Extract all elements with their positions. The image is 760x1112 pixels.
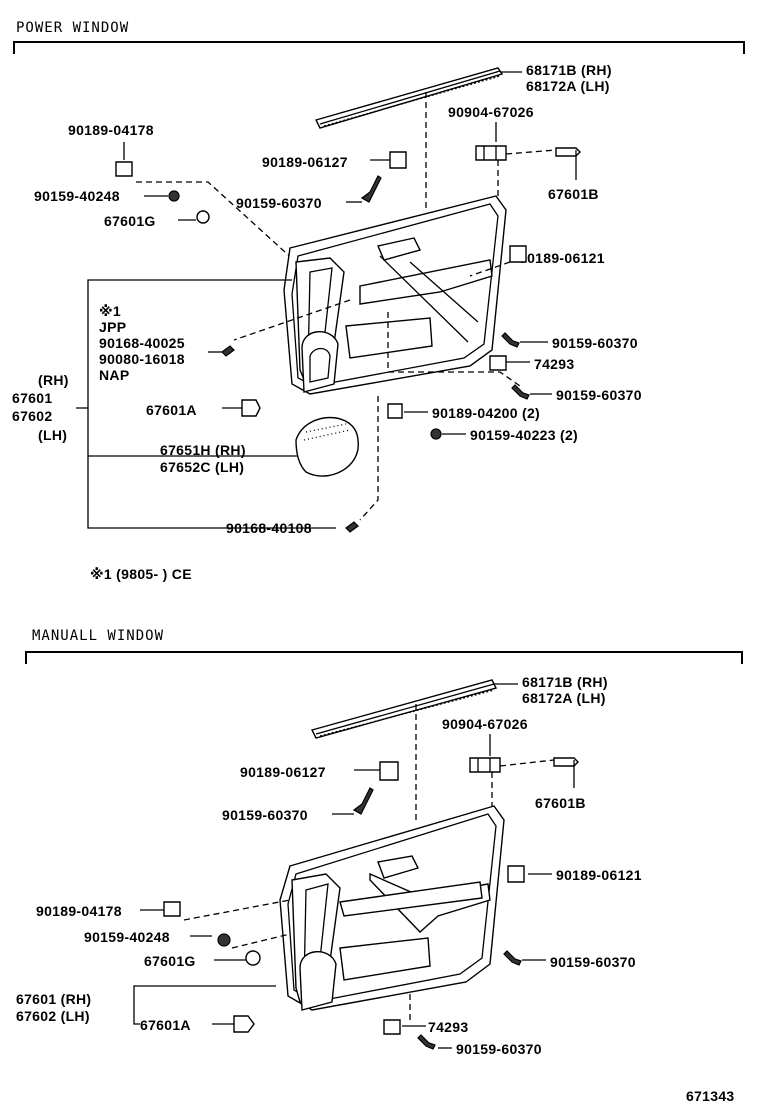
clip-90189-06121-manual: [507, 865, 525, 883]
screw-90159-40248: [168, 190, 180, 202]
label-90189-06121: 90189-06121: [519, 250, 605, 266]
label-rh: (RH): [38, 372, 69, 388]
label-67601g: 67601G: [104, 213, 156, 229]
dash-screw-to-panel-manual: [231, 933, 291, 949]
clip-90189-06127-manual: [379, 761, 399, 781]
label-90168-40025: 90168-40025: [99, 335, 185, 351]
screw-90159-60370-a: [360, 175, 382, 203]
label-90159-40223: 90159-40223 (2): [470, 427, 578, 443]
bracket-67601-67602: [87, 279, 336, 529]
screw-90159-60370-c: [511, 384, 530, 400]
screw-90159-40223: [430, 428, 442, 440]
clip-90189-04200: [387, 403, 403, 419]
pin-67601b: [555, 147, 581, 180]
screw-90159-60370-c-manual: [417, 1034, 436, 1050]
label-67651h: 67651H (RH): [160, 442, 246, 458]
label-67652c: 67652C (LH): [160, 459, 244, 475]
label-67602: 67602: [12, 408, 52, 424]
power-section-bracket: [13, 41, 745, 54]
label-90159-40248: 90159-40248: [34, 188, 120, 204]
label-90159-60370-c: 90159-60370: [556, 387, 642, 403]
label-67601-rh-manual: 67601 (RH): [16, 991, 91, 1007]
label-90168-40108: 90168-40108: [226, 520, 312, 536]
pin-67601b-manual: [553, 757, 579, 788]
label-90904-67026-manual: 90904-67026: [442, 716, 528, 732]
clip-90189-04178: [115, 161, 133, 177]
dash-90168-40108: [359, 396, 379, 521]
power-window-section: POWER WINDOW 68171B (RH) 68172A (LH) 909…: [12, 20, 745, 582]
label-90189-04178-manual: 90189-04178: [36, 903, 122, 919]
label-90159-40248-manual: 90159-40248: [84, 929, 170, 945]
plug-67601g: [196, 210, 210, 224]
label-nap: NAP: [99, 367, 129, 383]
fastener-67601a-manual: [233, 1015, 255, 1033]
screw-90168-40025: [221, 345, 235, 357]
figure-id: 671343: [686, 1088, 735, 1104]
label-lh: (LH): [38, 427, 67, 443]
label-67601b: 67601B: [548, 186, 599, 202]
speaker-cover: [295, 416, 359, 477]
label-67602-lh-manual: 67602 (LH): [16, 1008, 90, 1024]
label-68172a-lh: 68172A (LH): [526, 78, 610, 94]
label-90159-60370-a: 90159-60370: [236, 195, 322, 211]
label-90159-60370-a-manual: 90159-60370: [222, 807, 308, 823]
clip-90189-06127: [389, 151, 407, 169]
label-74293: 74293: [534, 356, 574, 372]
clip-90189-04178-manual: [163, 901, 181, 917]
label-68171b-rh: 68171B (RH): [526, 62, 612, 78]
label-68172a-lh-manual: 68172A (LH): [522, 690, 606, 706]
weatherstrip-belt: [314, 67, 504, 129]
label-90904-67026: 90904-67026: [448, 104, 534, 120]
label-jpp: JPP: [99, 319, 126, 335]
bracket-67601-67602-manual: [133, 985, 276, 1025]
clip-90189-06121: [509, 245, 527, 263]
label-90159-60370-c-manual: 90159-60370: [456, 1041, 542, 1057]
door-trim-panel-power: [283, 195, 507, 395]
screw-90168-40108: [345, 521, 359, 533]
label-67601: 67601: [12, 390, 52, 406]
dash-90189-06121: [469, 261, 511, 277]
label-90189-06127-manual: 90189-06127: [240, 764, 326, 780]
label-90189-04200: 90189-04200 (2): [432, 405, 540, 421]
manual-window-section: MANUALL WINDOW 68171B (RH) 68172A (LH) 9…: [16, 628, 743, 1057]
manual-window-title: MANUALL WINDOW: [32, 628, 164, 644]
dash-clip-to-panel-manual: [183, 899, 291, 921]
screw-90159-60370-a-manual: [352, 787, 374, 815]
dash-lower-fasteners: [387, 312, 521, 387]
plug-67601g-manual: [245, 950, 261, 966]
label-67601b-manual: 67601B: [535, 795, 586, 811]
screw-90159-40248-manual: [217, 933, 231, 947]
label-note-mark: ※1: [99, 303, 121, 319]
weatherstrip-belt-manual: [310, 679, 498, 739]
label-68171b-rh-manual: 68171B (RH): [522, 674, 608, 690]
label-74293-manual: 74293: [428, 1019, 468, 1035]
power-window-title: POWER WINDOW: [16, 20, 129, 36]
label-90080-16018: 90080-16018: [99, 351, 185, 367]
part-74293-manual: [383, 1019, 401, 1035]
label-90189-06127: 90189-06127: [262, 154, 348, 170]
dash-67601b-manual: [499, 759, 555, 767]
label-67601a: 67601A: [146, 402, 197, 418]
screw-90159-60370-b-manual: [503, 950, 522, 966]
label-67601g-manual: 67601G: [144, 953, 196, 969]
label-90159-60370-b: 90159-60370: [552, 335, 638, 351]
footnote: ※1 (9805- ) CE: [90, 566, 192, 582]
part-74293: [489, 355, 507, 371]
leader-67601b-dash: [505, 149, 557, 155]
label-90189-06121-manual: 90189-06121: [556, 867, 642, 883]
fastener-67601a: [241, 399, 261, 417]
clip-90904-67026-manual: [469, 757, 501, 773]
door-trim-panel-manual: [279, 805, 505, 1011]
label-90159-60370-b-manual: 90159-60370: [550, 954, 636, 970]
clip-90904-67026: [475, 145, 507, 161]
label-67601a-manual: 67601A: [140, 1017, 191, 1033]
screw-90159-60370-b: [501, 332, 520, 348]
dash-clip-to-panel: [136, 181, 297, 263]
manual-section-bracket: [25, 651, 743, 664]
label-90189-04178: 90189-04178: [68, 122, 154, 138]
dash-jpp-screw: [233, 299, 351, 341]
